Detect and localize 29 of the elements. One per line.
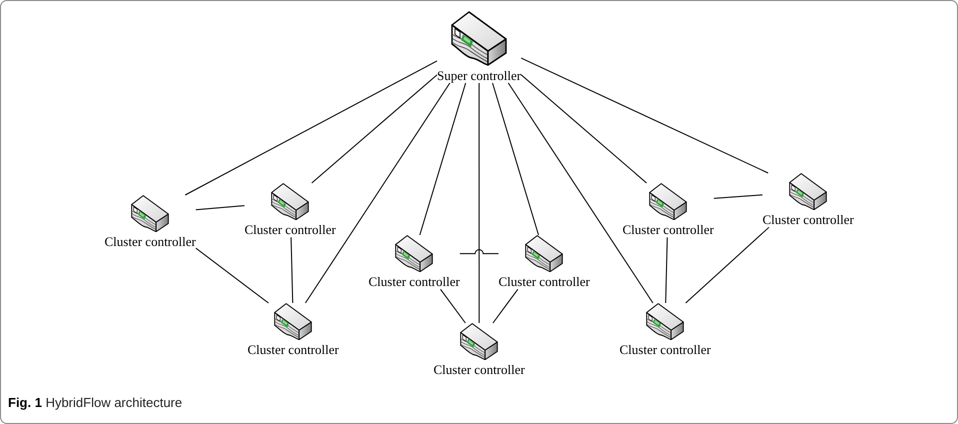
connector-line bbox=[195, 248, 269, 304]
node-label: Cluster controller bbox=[248, 342, 339, 358]
connector-line bbox=[520, 58, 769, 174]
connector-line bbox=[492, 82, 540, 236]
node-label: Cluster controller bbox=[434, 362, 525, 378]
connector-line bbox=[311, 74, 438, 184]
connector-line bbox=[440, 288, 466, 324]
connector-line bbox=[478, 82, 480, 324]
node-label: Super controller bbox=[437, 68, 522, 83]
connector-line bbox=[419, 82, 466, 236]
connector-line bbox=[492, 288, 518, 324]
connector-line bbox=[685, 226, 770, 304]
node-label: Cluster controller bbox=[620, 342, 711, 358]
node-label: Cluster controller bbox=[368, 274, 460, 290]
node-label: Cluster controller bbox=[104, 234, 196, 250]
connector-line bbox=[184, 60, 438, 196]
node-label: Cluster controller bbox=[244, 222, 336, 238]
node-label: Cluster controller bbox=[762, 212, 854, 228]
connector-line bbox=[713, 194, 763, 199]
connector-line bbox=[459, 249, 499, 254]
connector-line bbox=[290, 236, 294, 304]
connector-line bbox=[304, 82, 450, 304]
connector-line bbox=[520, 74, 648, 184]
connector-line bbox=[508, 82, 654, 304]
connector-line bbox=[195, 205, 245, 210]
node-label: Cluster controller bbox=[622, 222, 714, 238]
connector-line bbox=[665, 236, 668, 304]
figure-caption: Fig. 1 HybridFlow architecture bbox=[8, 395, 182, 411]
node-label: Cluster controller bbox=[498, 274, 590, 290]
